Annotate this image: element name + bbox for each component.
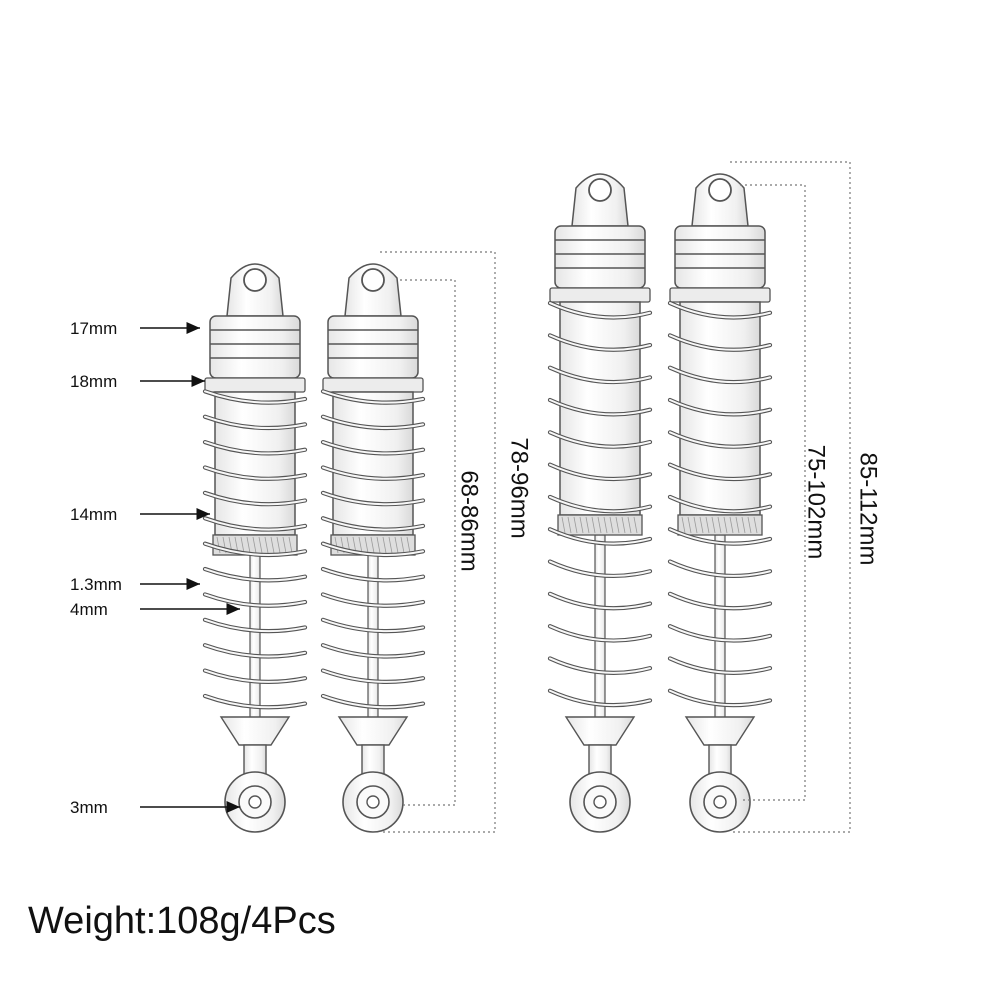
shock-absorber-4 bbox=[667, 173, 773, 833]
spring-collar bbox=[204, 377, 306, 393]
shock-cap bbox=[554, 225, 646, 289]
rod-end-hole bbox=[713, 795, 727, 809]
rod-end-hole bbox=[593, 795, 607, 809]
spring-retainer bbox=[337, 716, 409, 746]
lower-collar bbox=[677, 514, 763, 536]
shock-absorber-1 bbox=[202, 263, 308, 833]
spring-collar bbox=[669, 287, 771, 303]
spring-retainer bbox=[564, 716, 636, 746]
mount-hole bbox=[708, 178, 732, 202]
callout-14mm: 14mm bbox=[70, 505, 118, 524]
dimension-75-102mm: 75-102mm bbox=[802, 444, 830, 560]
callout-18mm: 18mm bbox=[70, 372, 118, 391]
dimension-68-86mm: 68-86mm bbox=[455, 470, 483, 572]
shock-body bbox=[214, 391, 296, 536]
mount-hole bbox=[243, 268, 267, 292]
dimension-line bbox=[380, 251, 496, 833]
mount-hole bbox=[588, 178, 612, 202]
rod-end-hole bbox=[248, 795, 262, 809]
spring-retainer bbox=[684, 716, 756, 746]
dimension-line bbox=[730, 161, 851, 833]
shock-absorber-2 bbox=[320, 263, 426, 833]
shock-cap bbox=[209, 315, 301, 379]
shock-cap bbox=[327, 315, 419, 379]
callout-1-3mm: 1.3mm bbox=[70, 575, 122, 594]
shock-cap bbox=[674, 225, 766, 289]
rod-end-hole bbox=[366, 795, 380, 809]
shock-body bbox=[332, 391, 414, 536]
weight-caption: Weight:108g/4Pcs bbox=[28, 900, 336, 942]
spring-collar bbox=[549, 287, 651, 303]
spring-retainer bbox=[219, 716, 291, 746]
dimension-78-96mm: 78-96mm bbox=[505, 437, 533, 539]
dimension-85-112mm: 85-112mm bbox=[854, 452, 882, 566]
mount-hole bbox=[361, 268, 385, 292]
shock-absorber-3 bbox=[547, 173, 653, 833]
callout-4mm: 4mm bbox=[70, 600, 108, 619]
lower-collar bbox=[557, 514, 643, 536]
callout-3mm: 3mm bbox=[70, 798, 108, 817]
callout-17mm: 17mm bbox=[70, 319, 118, 338]
spring-collar bbox=[322, 377, 424, 393]
